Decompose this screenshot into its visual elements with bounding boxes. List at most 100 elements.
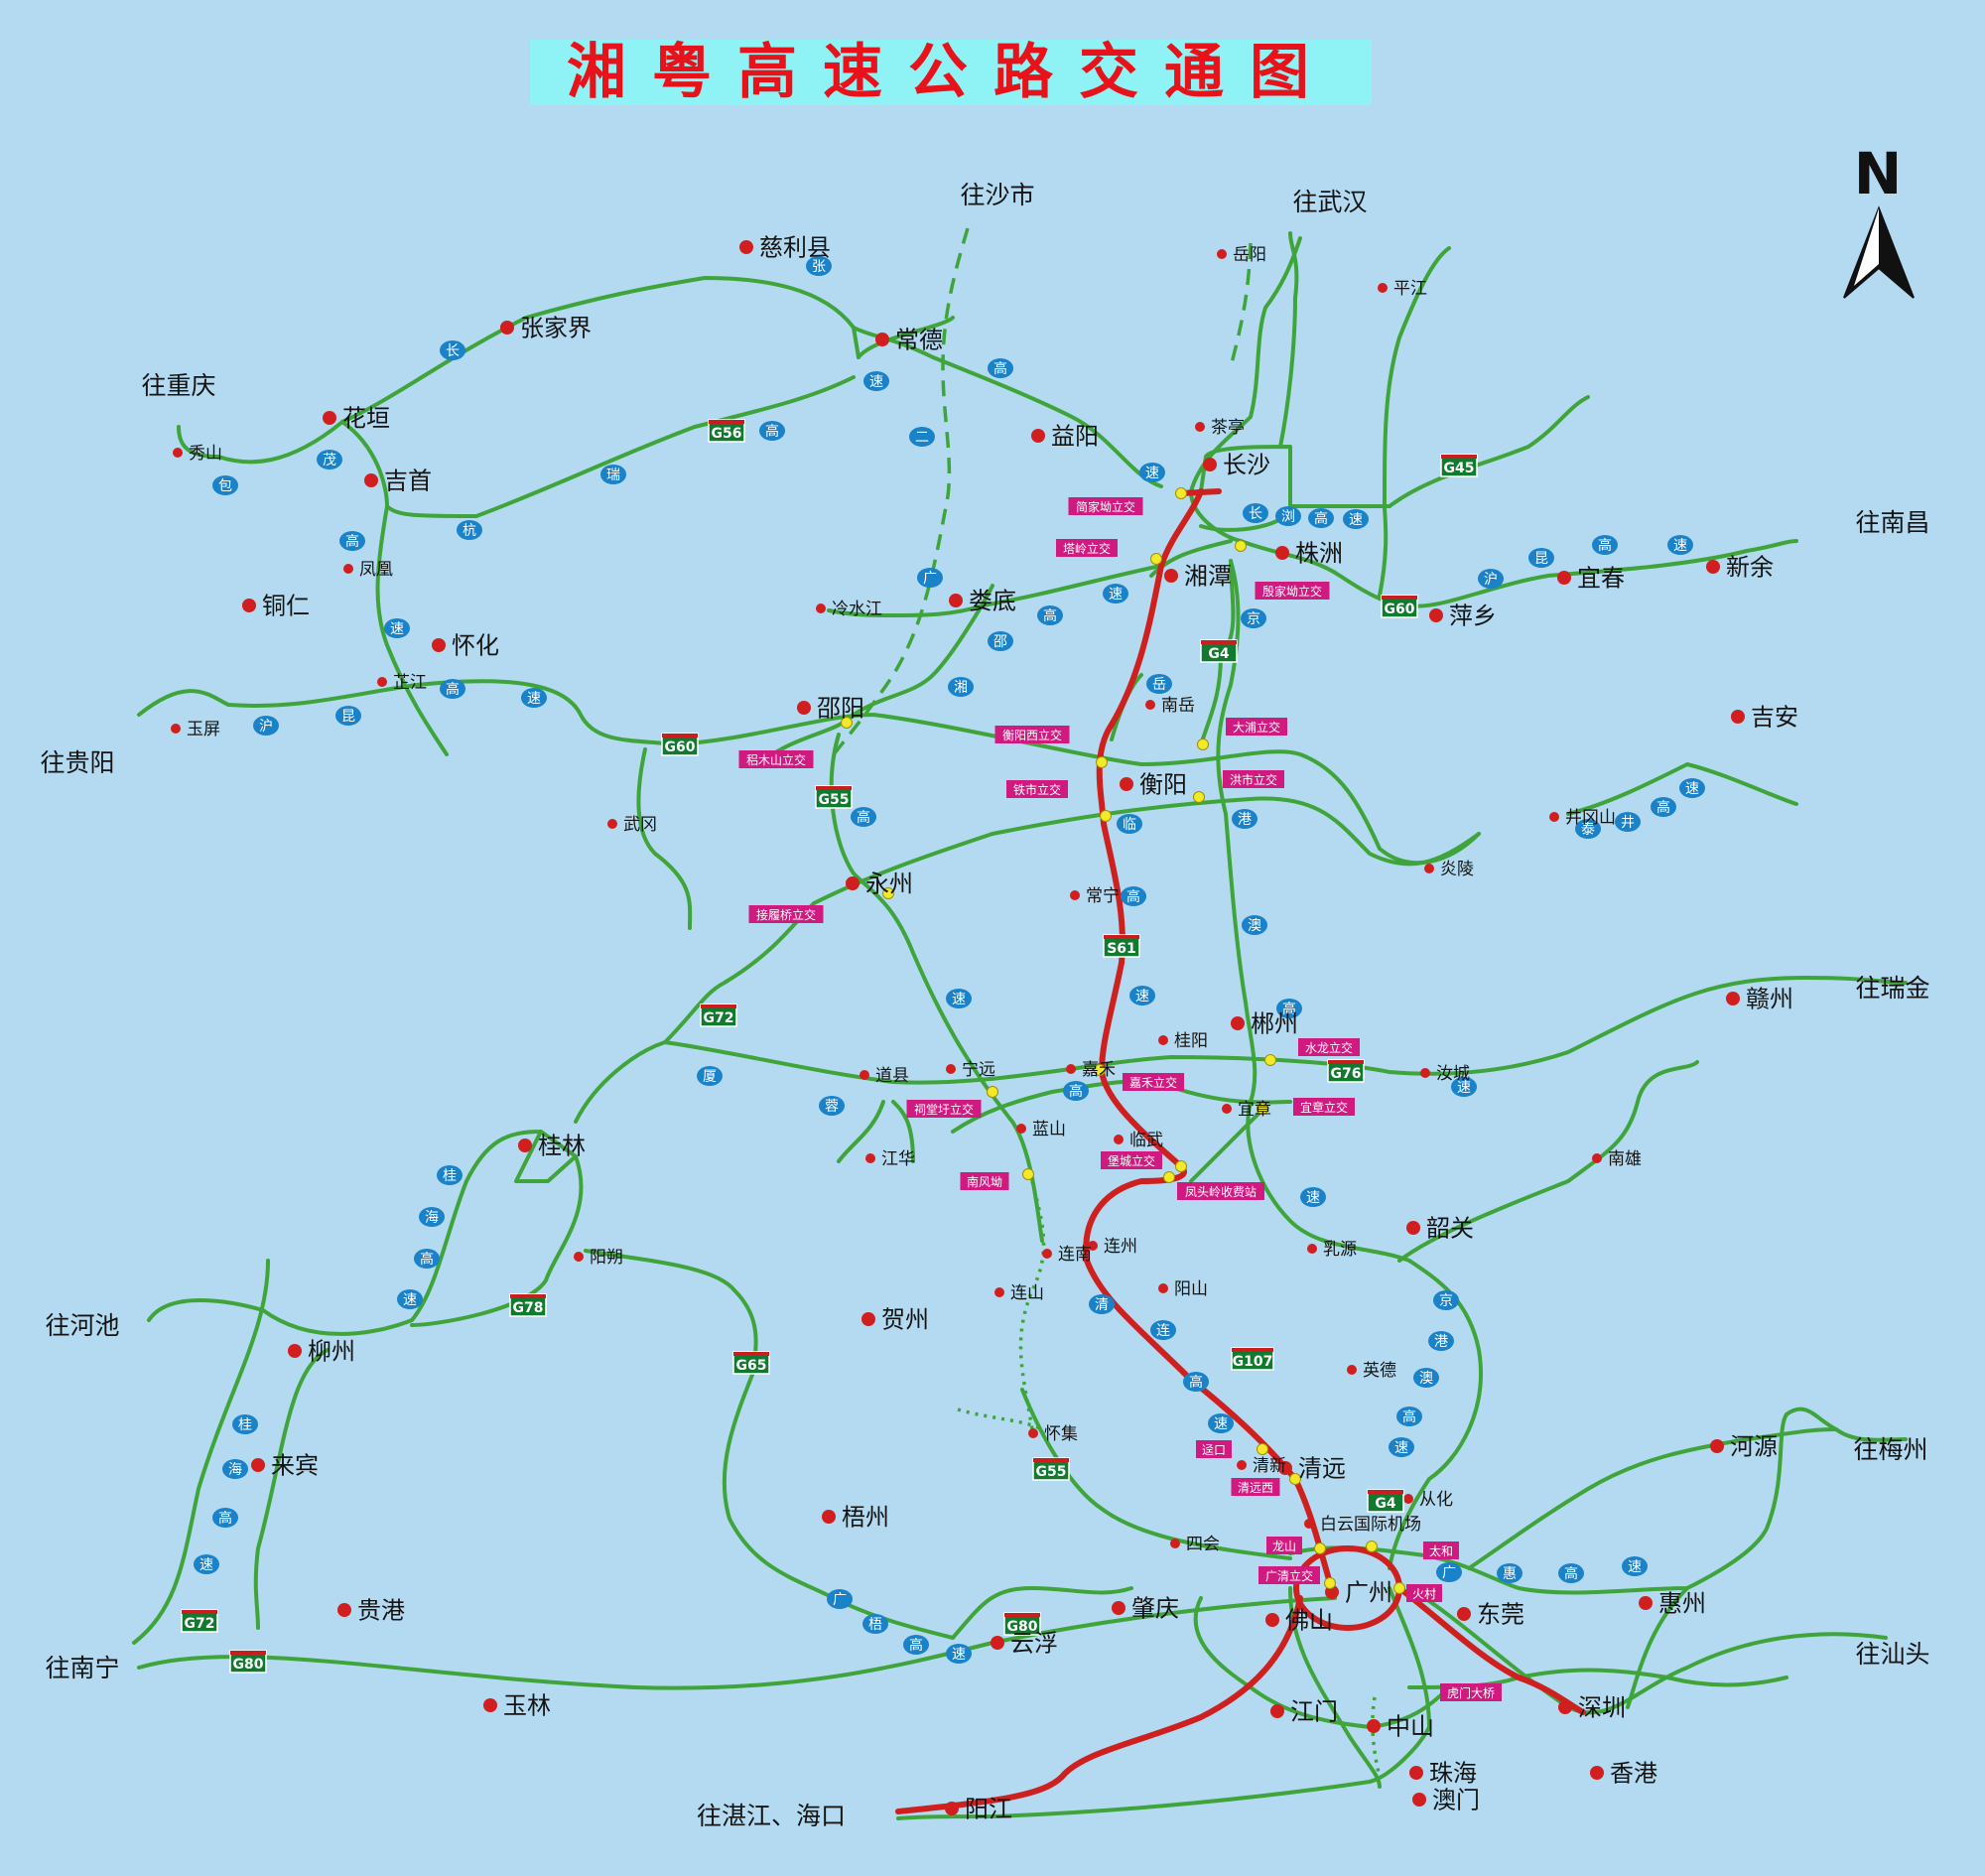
route-shield: G4 <box>1200 639 1238 663</box>
route-char-badge <box>440 340 465 360</box>
route-char-badge <box>457 520 482 540</box>
interchange-tag-box <box>994 726 1070 743</box>
city-dot <box>518 1139 532 1152</box>
interchange-tag: 堡城立交 <box>1101 1151 1162 1169</box>
route-char-label: 速 <box>1135 989 1149 1005</box>
route-char-label: 广 <box>923 571 937 587</box>
route-char-badge <box>1396 1407 1422 1426</box>
route-char-label: 高 <box>1402 1408 1416 1425</box>
interchange-label: 洪市立交 <box>1230 772 1277 787</box>
route-char-badge <box>1089 1294 1115 1314</box>
route-char-badge <box>1528 548 1554 568</box>
route-char-label: 高 <box>1043 607 1057 624</box>
junction-dot <box>987 1086 998 1098</box>
route-char-label: 茂 <box>323 452 336 469</box>
route-char-badge <box>384 618 410 638</box>
city-label: 衡阳 <box>1139 771 1187 799</box>
route-char-badge <box>414 1249 440 1269</box>
interchange-tag-box <box>738 750 814 768</box>
route-char-label: 速 <box>1394 1440 1408 1456</box>
town-dot <box>1403 1494 1413 1504</box>
route-char-badge <box>903 1635 929 1655</box>
badges-layer: 张长茂包速高高瑞杭二速高广速速高邵湘京岳高速昆沪长浏高速沪昆高速高临港高澳速速高… <box>194 256 1705 1664</box>
town-dot <box>1304 1519 1314 1529</box>
town-label: 清新 <box>1253 1456 1286 1476</box>
interchange-tag: 大浦立交 <box>1226 718 1287 736</box>
town-dot <box>1217 249 1227 259</box>
route-char-badge <box>1208 1413 1234 1433</box>
interchange-tag-box <box>1298 1038 1360 1056</box>
town-label: 乳源 <box>1323 1240 1357 1260</box>
route-shield-top <box>1328 1060 1364 1064</box>
route-char-badge <box>806 256 832 276</box>
route-char-label: 京 <box>1247 611 1260 627</box>
town-label: 怀集 <box>1044 1424 1078 1444</box>
city-dot <box>1726 992 1740 1005</box>
route-shield: G78 <box>509 1293 547 1317</box>
junction-dot <box>1235 540 1247 552</box>
interchange-label: 堡城立交 <box>1108 1153 1155 1168</box>
town-dot <box>1237 1460 1247 1470</box>
route-char-badge <box>1433 1290 1459 1310</box>
town-dot <box>574 1252 584 1262</box>
route-char-badge <box>1558 1563 1584 1583</box>
town-label: 冷水江 <box>832 600 882 619</box>
route-char-badge <box>697 1066 723 1086</box>
route-char-label: 速 <box>1457 1080 1471 1096</box>
route-char-label: 瑞 <box>606 468 620 483</box>
route-shield-code: G60 <box>1385 602 1415 617</box>
town-label: 江华 <box>881 1149 915 1169</box>
town-dot <box>1307 1244 1317 1254</box>
city-dot <box>432 638 446 652</box>
route-char-badge <box>194 1554 219 1574</box>
route-char-label: 海 <box>425 1210 439 1226</box>
city-label: 湘潭 <box>1184 563 1232 591</box>
route-char-label: 港 <box>1434 1334 1448 1350</box>
interchange-label: 嘉禾立交 <box>1129 1075 1177 1090</box>
route-char-label: 速 <box>1673 538 1687 554</box>
city-label: 益阳 <box>1051 423 1099 451</box>
town-label: 临武 <box>1129 1131 1163 1150</box>
route-char-badge <box>1242 915 1267 935</box>
route-shield: G72 <box>181 1609 218 1633</box>
route-char-badge <box>1063 1081 1089 1101</box>
town-label: 武冈 <box>623 815 657 835</box>
direction-label: 往南宁 <box>45 1654 119 1682</box>
city-dot <box>1164 569 1178 583</box>
city-label: 吉首 <box>384 468 432 495</box>
interchange-label: 简家坳立交 <box>1076 499 1135 514</box>
route-shield-code: G45 <box>1444 461 1475 476</box>
direction-label: 往湛江、海口 <box>697 1802 846 1830</box>
route-char-label: 包 <box>218 478 232 494</box>
city-dot <box>1406 1221 1420 1235</box>
route-char-label: 港 <box>1238 812 1252 828</box>
route-char-label: 速 <box>527 691 541 707</box>
route-shield: G107 <box>1231 1347 1274 1371</box>
city-dot <box>251 1458 265 1472</box>
city-dot <box>1457 1607 1471 1621</box>
interchange-tag: 祠堂圩立交 <box>906 1100 982 1118</box>
route-char-label: 邵 <box>993 634 1007 650</box>
town-label: 茶亭 <box>1211 418 1245 438</box>
route-char-label: 速 <box>869 374 883 390</box>
route-char-label: 高 <box>1126 888 1140 905</box>
route-char-label: 二 <box>915 430 929 446</box>
route-char-label: 速 <box>952 1647 966 1663</box>
interchange-label: 虎门大桥 <box>1447 1685 1495 1700</box>
direction-label: 往河池 <box>45 1311 119 1340</box>
route-char-label: 高 <box>1314 510 1328 527</box>
title-banner <box>530 40 1372 105</box>
route-char-label: 梧 <box>868 1617 882 1633</box>
town-label: 南雄 <box>1608 1149 1642 1169</box>
route-char-badge <box>1389 1437 1414 1457</box>
route-char-badge <box>1428 1331 1454 1351</box>
route-shield-code: G107 <box>1233 1354 1273 1370</box>
town-label: 白云国际机场 <box>1320 1515 1421 1535</box>
route-char-badge <box>1275 506 1301 526</box>
town-label: 井冈山 <box>1565 808 1616 828</box>
route-char-badge <box>335 706 361 726</box>
interchange-tag: 塔岭立交 <box>1056 539 1118 557</box>
interchange-label: 铁市立交 <box>1013 782 1061 797</box>
route-char-label: 浏 <box>1281 509 1295 525</box>
interchange-tag-box <box>1196 1440 1232 1458</box>
